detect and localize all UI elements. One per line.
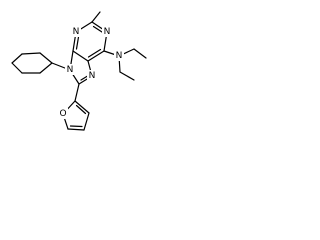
molecule-structure: N N N N N O [11,11,147,131]
bond-c6-c5 [87,50,105,62]
atom-n7: N [87,70,97,81]
bond-c2-n1-inner [92,25,105,34]
bond-fc3-fc2 [74,100,90,114]
bond-methyl [91,11,101,23]
bond-fc4-fc3 [83,112,90,131]
bond-cy4-cy5 [11,62,23,74]
atom-o-furan-label: O [59,109,66,119]
bond-ethyl2 [119,71,135,81]
atom-n9-label: N [67,65,74,75]
atom-n7-label: N [89,71,96,81]
atom-n1-label: N [104,27,111,37]
atom-o-furan: O [58,108,68,119]
atom-labels: N N N N N O [58,26,124,119]
bond-fc3-fc2-inner [75,104,87,115]
bond-c6-c5-inner [87,48,102,58]
atom-n9: N [65,64,75,75]
atom-n3: N [71,26,81,37]
atom-n-amine-label: N [116,51,123,61]
bond-cy1-cy2 [39,52,53,64]
atom-n-amine: N [114,50,124,61]
bond-ethyl1 [133,48,147,59]
bond-fc5-fc4 [67,128,85,131]
atom-n3-label: N [73,27,80,37]
atom-n1: N [102,26,112,37]
bond-cy3-cy4 [11,53,23,64]
bond-fc5-fc4-inner [69,125,83,128]
bond-cy2-cy3 [21,52,41,55]
bond-cy6-cy1 [39,62,53,74]
bond-c8-fc2 [74,83,80,102]
bond-c5-c4 [72,50,89,62]
